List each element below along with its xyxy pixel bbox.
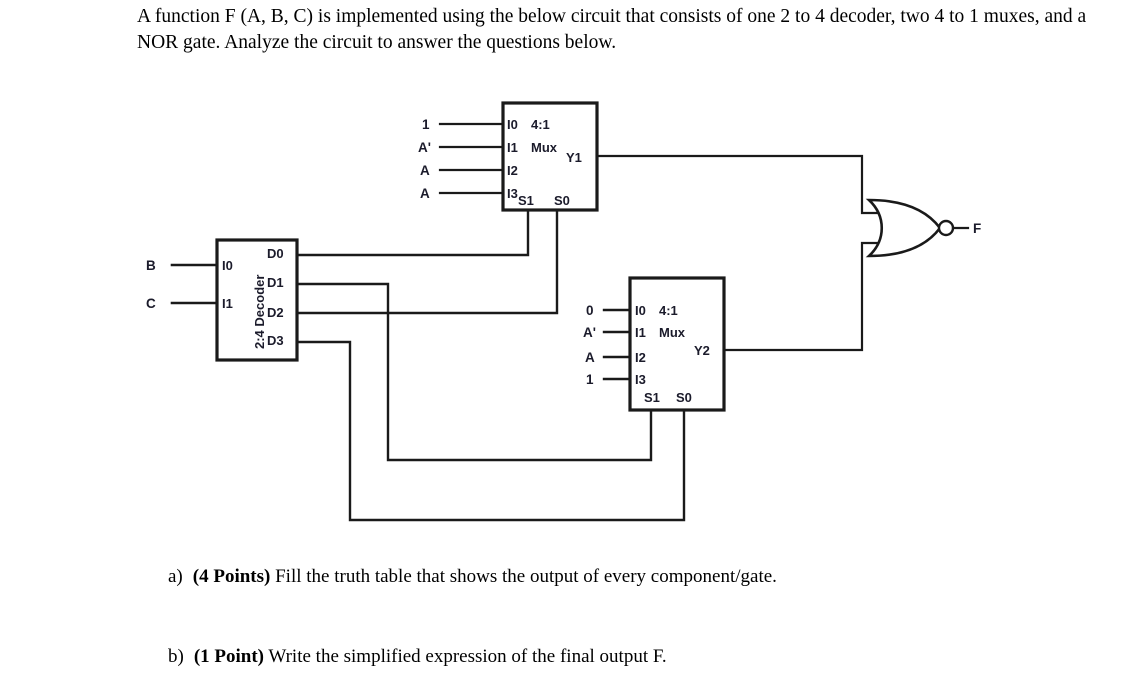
question-a-marker: a): [168, 566, 183, 587]
mux1-block: [501, 101, 599, 212]
mux1-output-label: Y1: [566, 150, 582, 165]
mux2-name: Mux: [659, 325, 685, 340]
wire-d3-to-mux2-s0: [295, 340, 686, 522]
decoder-input-label-b: B: [146, 258, 156, 273]
decoder-title: 2:4 Decoder: [252, 274, 267, 349]
decoder-pin-i0: I0: [222, 258, 233, 273]
mux2-type: 4:1: [659, 303, 678, 318]
mux2-pin-i3: I3: [635, 372, 646, 387]
wire-d0-to-mux1-s1: [295, 208, 530, 257]
mux1-pin-i2: I2: [507, 163, 518, 178]
mux1-input-label-2: A: [420, 163, 430, 178]
mux1-input-label-1: A': [418, 140, 431, 155]
nor-gate-bubble: [937, 219, 955, 237]
mux1-pin-i3: I3: [507, 186, 518, 201]
question-b-points: (1 Point): [193, 646, 265, 667]
prompt-paragraph: A function F (A, B, C) is implemented us…: [137, 6, 1087, 53]
mux2-input-label-0: 0: [586, 303, 594, 318]
question-a-text: Fill the truth table that shows the outp…: [270, 566, 777, 587]
mux2-pin-i1: I1: [635, 325, 646, 340]
mux1-pin-i1: I1: [507, 140, 518, 155]
decoder-pin-i1: I1: [222, 296, 233, 311]
wire-y1-to-nor: [595, 154, 882, 215]
mux1-select-s0: S0: [554, 193, 570, 208]
mux1-input-label-0: 1: [422, 117, 430, 132]
decoder-output-d2: D2: [267, 305, 284, 320]
mux2-output-label: Y2: [694, 343, 710, 358]
mux1-type: 4:1: [531, 117, 550, 132]
mux1-input-label-3: A: [420, 186, 430, 201]
nor-output-label-f: F: [973, 221, 982, 236]
mux2-pin-i2: I2: [635, 350, 646, 365]
question-a-points: (4 Points): [192, 566, 271, 587]
wire-y2-to-nor: [722, 241, 882, 352]
mux1-name: Mux: [531, 140, 557, 155]
question-b: b) (1 Point) Write the simplified express…: [168, 646, 667, 668]
mux1-pin-i0: I0: [507, 117, 518, 132]
mux2-pin-i0: I0: [635, 303, 646, 318]
decoder-block: [215, 238, 299, 362]
mux2-select-s0: S0: [676, 390, 692, 405]
mux1-select-s1: S1: [518, 193, 534, 208]
wire-d1-to-mux2-s1: [295, 282, 653, 462]
decoder-output-d3: D3: [267, 333, 284, 348]
mux2-block: [628, 276, 726, 412]
decoder-output-d0: D0: [267, 246, 284, 261]
question-b-marker: b): [168, 646, 184, 667]
mux2-input-label-1: A': [583, 325, 596, 340]
question-b-text: Write the simplified expression of the f…: [264, 646, 667, 667]
mux2-input-label-2: A: [585, 350, 595, 365]
decoder-input-label-c: C: [146, 296, 156, 311]
wire-d2-to-mux1-s0: [295, 208, 559, 315]
mux2-select-s1: S1: [644, 390, 660, 405]
nor-gate-body: [865, 198, 942, 258]
mux2-input-label-3: 1: [586, 372, 594, 387]
question-a: a) (4 Points) Fill the truth table that s…: [168, 566, 777, 588]
decoder-output-d1: D1: [267, 275, 284, 290]
